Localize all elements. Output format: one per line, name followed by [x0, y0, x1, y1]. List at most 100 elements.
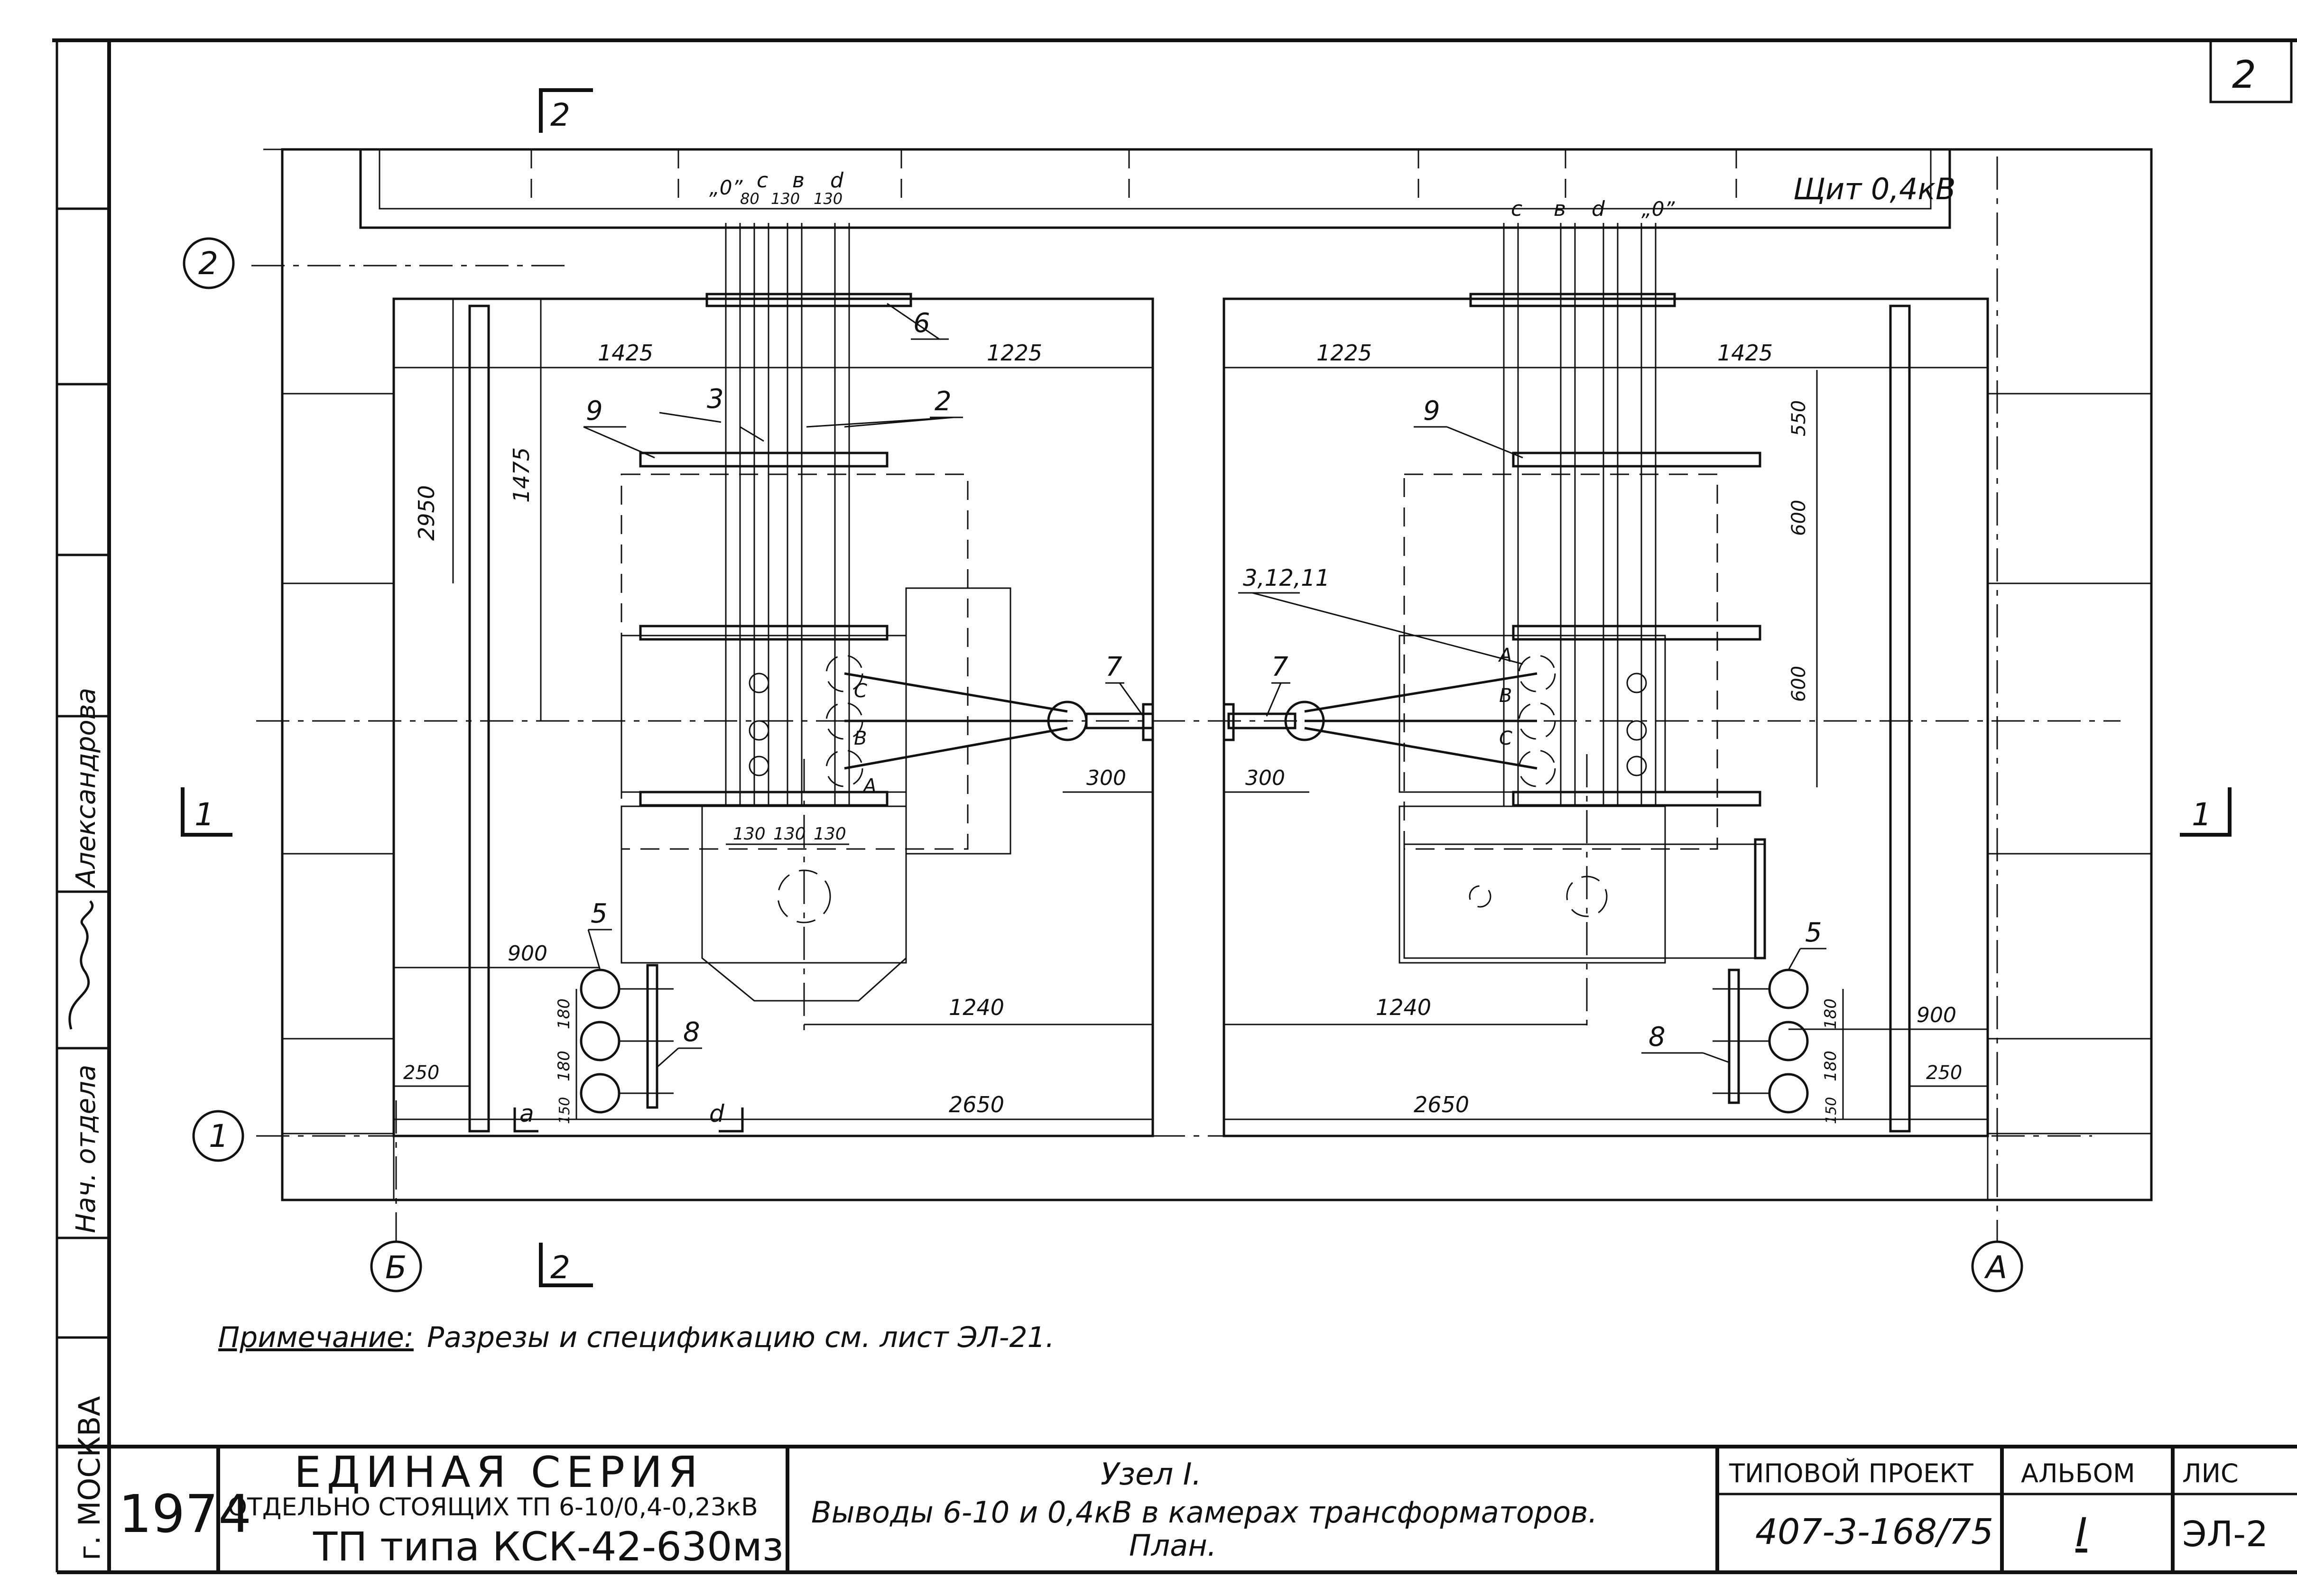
callout-9-right: 9 — [1423, 396, 1440, 426]
axis-marker-a — [1971, 1240, 2023, 1292]
phase-left-c: c — [757, 168, 768, 193]
dim-130-b: 130 — [773, 824, 806, 844]
callout-2: 2 — [935, 386, 952, 417]
dim-180-right-b: 180 — [1821, 1051, 1840, 1081]
dim-900-right: 900 — [1917, 1003, 1956, 1027]
dim-550: 550 — [1788, 400, 1810, 436]
callout-9-left: 9 — [586, 396, 603, 426]
dim-2950: 2950 — [414, 485, 439, 541]
section-mark-bottom: 2 — [550, 1249, 570, 1286]
mark-a — [513, 1107, 538, 1133]
signature — [68, 900, 94, 1030]
callout-5-left: 5 — [591, 898, 608, 929]
section-marks — [181, 88, 2232, 1287]
dim-300-left: 300 — [1086, 766, 1126, 790]
callout-5-right: 5 — [1805, 917, 1822, 948]
dim-130-a: 130 — [733, 824, 766, 844]
axis-marker-b — [370, 1240, 422, 1292]
callout-6: 6 — [913, 308, 930, 339]
terminal-left-a: A — [862, 775, 876, 797]
axis-marker-1 — [192, 1110, 244, 1162]
axes — [251, 157, 2121, 1243]
right-chamber — [1223, 223, 2152, 1201]
section-mark-top: 2 — [550, 97, 570, 133]
axis-marker-1-label: 1 — [209, 1118, 229, 1154]
terminal-right-a: A — [1498, 645, 1512, 666]
sheet-corner-number: 2 — [2232, 53, 2256, 97]
callout-7-right: 7 — [1271, 652, 1288, 683]
title-block-grid — [216, 1447, 2297, 1572]
mark-d — [719, 1107, 744, 1133]
dim-150-right: 150 — [1823, 1097, 1840, 1124]
title-sheet-number: ЭЛ-2 — [2182, 1514, 2268, 1555]
dim-2650-right: 2650 — [1414, 1092, 1469, 1117]
title-album-label: АЛЬБОМ — [2021, 1458, 2135, 1488]
title-project-number: 407-3-168/75 — [1755, 1512, 1993, 1552]
note-label: Примечание: — [218, 1321, 414, 1354]
left-chamber — [281, 223, 1154, 1201]
dim-1425-right: 1425 — [1717, 340, 1773, 366]
dim-1475: 1475 — [509, 447, 534, 503]
dim-130-c: 130 — [814, 824, 846, 844]
dim-2650-left: 2650 — [949, 1092, 1004, 1117]
terminal-left-c: C — [854, 680, 867, 702]
margin-name: Александрова — [71, 688, 102, 888]
phase-right-c: c — [1511, 197, 1522, 221]
callout-8-left: 8 — [683, 1017, 700, 1048]
dim-1225-left: 1225 — [987, 340, 1042, 366]
sheet-frame — [52, 38, 2297, 1574]
callout-3-12-11: 3,12,11 — [1243, 565, 1330, 591]
title-series: ЕДИНАЯ СЕРИЯ — [294, 1448, 704, 1497]
phase-left-d: d — [830, 168, 844, 193]
terminal-left-b: B — [854, 728, 867, 749]
dim-1240-left: 1240 — [949, 995, 1004, 1020]
callout-3: 3 — [707, 384, 724, 415]
note-text: Разрезы и спецификацию см. лист ЭЛ-21. — [427, 1321, 1055, 1354]
dim-250-right: 250 — [1926, 1062, 1962, 1084]
callout-leaders — [583, 303, 1826, 1068]
dim-1425-left: 1425 — [598, 340, 653, 366]
dim-900-left: 900 — [508, 941, 547, 966]
section-mark-right: 1 — [2192, 796, 2212, 833]
dim-600-upper: 600 — [1788, 500, 1810, 536]
dim-1225-right: 1225 — [1316, 340, 1372, 366]
section-mark-left: 1 — [195, 796, 214, 833]
axis-marker-b-label: Б — [385, 1249, 407, 1286]
title-desc-line1: Выводы 6-10 и 0,4кВ в камерах трансформа… — [811, 1495, 1597, 1530]
margin-role: Нач. отдела — [71, 1065, 102, 1233]
dim-150-left: 150 — [556, 1097, 573, 1124]
mark-a-label: a — [519, 1100, 534, 1127]
dim-180-right-a: 180 — [1821, 998, 1840, 1029]
margin-city: г. МОСКВА — [72, 1396, 107, 1560]
dim-600-lower: 600 — [1788, 666, 1810, 702]
phase-spacing-80: 80 — [740, 190, 759, 208]
title-sheet-label: ЛИС — [2182, 1458, 2239, 1488]
title-year: 1974 — [119, 1484, 251, 1544]
terminal-right-c: C — [1499, 728, 1512, 749]
phase-right-v: в — [1554, 197, 1566, 221]
building-outline — [263, 148, 2153, 1201]
phase-spacing-130b: 130 — [814, 190, 843, 208]
margin-stamp — [56, 40, 109, 1572]
callout-7-left: 7 — [1105, 652, 1122, 683]
phase-spacing-130a: 130 — [771, 190, 800, 208]
callout-8-right: 8 — [1649, 1022, 1666, 1052]
title-node: Узел I. — [1101, 1457, 1202, 1492]
dim-1240-right: 1240 — [1376, 995, 1431, 1020]
phase-right-0: „0” — [1641, 197, 1675, 221]
title-project-label: ТИПОВОЙ ПРОЕКТ — [1729, 1458, 1974, 1488]
title-album-number: I — [2075, 1509, 2087, 1556]
title-tp-type: ТП типа КСК-42-630мз — [313, 1523, 784, 1570]
axis-marker-2 — [183, 237, 235, 289]
mark-d-label: d — [709, 1100, 724, 1127]
phase-right-d: d — [1592, 197, 1605, 221]
phase-left-v: в — [792, 168, 805, 193]
phase-left-0: „0” — [709, 176, 743, 199]
axis-marker-a-label: А — [1984, 1249, 2007, 1286]
terminal-right-b: B — [1499, 685, 1512, 707]
axis-marker-2-label: 2 — [198, 245, 218, 282]
title-series-sub: ОТДЕЛЬНО СТОЯЩИХ ТП 6-10/0,4-0,23кВ — [228, 1493, 758, 1522]
title-desc-line2: План. — [1129, 1528, 1217, 1563]
dim-300-right: 300 — [1245, 766, 1285, 790]
dimension-lines — [394, 299, 1988, 1120]
